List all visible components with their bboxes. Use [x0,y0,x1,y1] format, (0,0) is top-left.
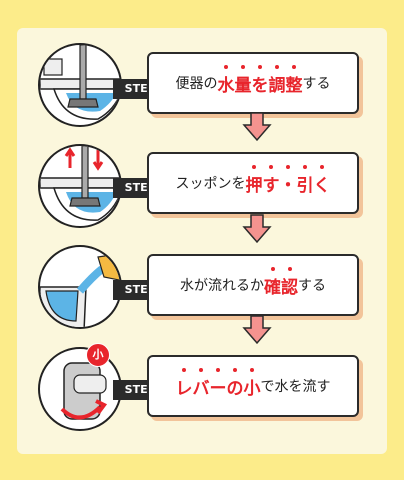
step1-text-suffix: する [302,76,331,92]
step4-text-suffix: で水を流す [260,379,331,395]
step1-text-prefix: 便器の [175,76,218,92]
step3-text-emphasis: 確認 [264,266,298,298]
step4-box: レバーの小 で水を流す [147,355,359,417]
step2-text-prefix: スッポンを [175,176,246,192]
plunger-in-toilet-icon [40,45,120,120]
step4-illustration [38,347,122,431]
step2-box: スッポンを 押す・引く [147,152,359,214]
step1-illustration [38,43,122,127]
step4-text-emphasis: レバーの小 [176,367,261,399]
water-pouring-toilet-icon [40,253,120,327]
step3-illustration [38,245,122,329]
plunger-push-pull-icon [40,146,120,221]
step3-box: 水が流れるか 確認 する [147,254,359,316]
step3-text-suffix: する [298,278,326,294]
step1-box: 便器の 水量を調整 する [147,52,359,114]
step2-illustration [38,144,122,228]
down-arrow-icon [242,315,272,345]
step3-text-prefix: 水が流れるか [180,278,264,294]
down-arrow-icon [242,214,272,244]
toilet-lever-icon [60,362,108,420]
step1-text-emphasis: 水量を調整 [218,64,303,96]
step2-text-emphasis: 押す・引く [246,164,331,196]
down-arrow-icon [242,112,272,142]
lever-small-badge: 小 [86,343,110,367]
